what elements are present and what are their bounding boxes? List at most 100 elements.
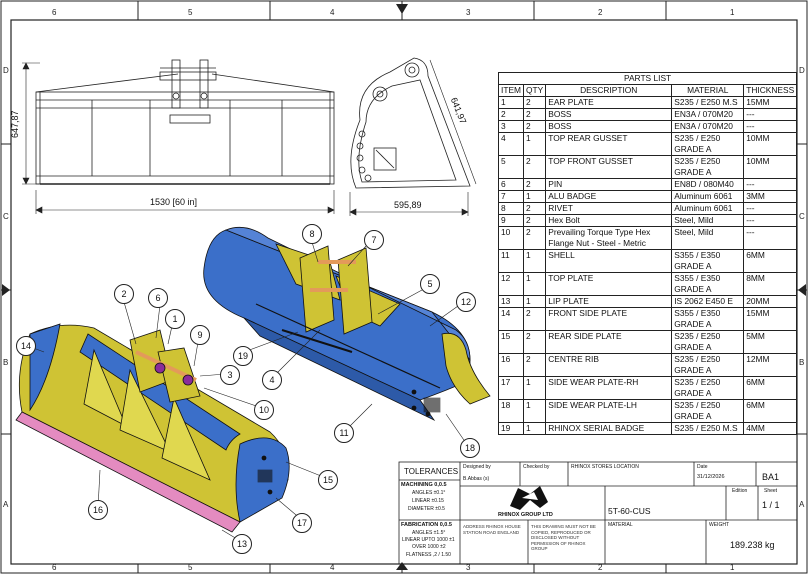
zone-right-D: D: [799, 66, 805, 75]
cell-item: 19: [497, 422, 525, 435]
balloon-item-15: 15: [318, 470, 338, 490]
fabrication-linear-over: OVER 1000 ±2: [412, 544, 446, 550]
sheet-size: BA1: [762, 472, 780, 482]
cell-item: 18: [497, 399, 525, 423]
address-note: ADDRESS RHINOX HOUSE STATION ROAD ENGLAN…: [463, 524, 521, 535]
zone-top-5: 5: [188, 8, 193, 17]
cell-item: 16: [497, 353, 525, 377]
sheet-label: Sheet: [764, 488, 778, 494]
balloon-item-1: 1: [165, 309, 185, 329]
sheet-number: 1 / 1: [762, 500, 780, 510]
zone-bottom-2: 2: [598, 563, 603, 572]
front-view: [35, 59, 335, 185]
cell-thickness: 4MM: [743, 422, 798, 435]
cell-item: 4: [497, 132, 525, 156]
header-description: DESCRIPTION: [545, 84, 673, 97]
balloon-item-11: 11: [334, 423, 354, 443]
cell-item: 7: [497, 190, 525, 203]
balloon-item-12: 12: [456, 292, 476, 312]
cell-thickness: 5MM: [743, 330, 798, 354]
machining-angles: ANGLES ±0.1°: [412, 490, 446, 496]
balloon-item-18: 18: [460, 438, 480, 458]
cell-description: LIP PLATE: [545, 295, 673, 308]
balloon-item-6: 6: [148, 288, 168, 308]
side-view-dimensions: [349, 59, 477, 216]
cell-material: EN8D / 080M40: [671, 178, 745, 191]
cell-qty: 2: [523, 330, 547, 354]
side-view: [350, 57, 471, 189]
zone-right-B: B: [799, 358, 805, 367]
cell-qty: 1: [523, 272, 547, 296]
parts-list-table: PARTS LIST ITEM QTY DESCRIPTION MATERIAL…: [497, 72, 798, 435]
cell-description: RIVET: [545, 202, 673, 215]
weight-value: 189.238 kg: [730, 540, 775, 550]
cell-description: CENTRE RIB: [545, 353, 673, 377]
cell-thickness: ---: [743, 108, 798, 121]
cell-material: Aluminum 6061: [671, 202, 745, 215]
right-bucket-iso: [203, 226, 491, 422]
cell-qty: 1: [523, 422, 547, 435]
cell-material: Steel, Mild: [671, 214, 745, 227]
date-label: Date: [697, 464, 708, 470]
cell-thickness: 6MM: [743, 249, 798, 273]
balloon-item-3: 3: [220, 365, 240, 385]
zone-top-4: 4: [330, 8, 335, 17]
checked-by-label: Checked by: [523, 464, 550, 470]
zone-right-C: C: [799, 212, 805, 221]
cell-qty: 1: [523, 132, 547, 156]
balloon-item-4: 4: [262, 370, 282, 390]
header-item: ITEM: [497, 84, 525, 97]
cell-item: 6: [497, 178, 525, 191]
designed-by-value: B.Abbas (s): [463, 476, 490, 482]
front-view-dimensions: [22, 62, 335, 214]
cell-description: TOP REAR GUSSET: [545, 132, 673, 156]
cell-qty: 2: [523, 307, 547, 331]
cell-qty: 2: [523, 202, 547, 215]
weight-label: WEIGHT: [709, 522, 729, 528]
material-label: MATERIAL: [608, 522, 633, 528]
cell-item: 12: [497, 272, 525, 296]
balloon-item-19: 19: [233, 346, 253, 366]
front-width-dimension: 1530 [60 in]: [150, 197, 198, 207]
cell-qty: 2: [523, 155, 547, 179]
company-name: RHINOX GROUP LTD: [498, 512, 553, 518]
location-label: RHINOX STORES LOCATION: [571, 464, 639, 470]
header-thickness: THICKNESS: [743, 84, 798, 97]
cell-thickness: 8MM: [743, 272, 798, 296]
fabrication-linear-upto: LINEAR UPTO 1000 ±1: [402, 537, 455, 543]
cell-material: S235 / E250 M.S: [671, 96, 745, 109]
fabrication-tolerance: FABRICATION 0,0.5: [401, 522, 452, 528]
zone-left-B: B: [3, 358, 9, 367]
cell-thickness: ---: [743, 226, 798, 250]
cell-qty: 1: [523, 249, 547, 273]
cell-qty: 2: [523, 226, 547, 250]
balloon-item-13: 13: [232, 534, 252, 554]
cell-material: EN3A / 070M20: [671, 108, 745, 121]
cell-thickness: 3MM: [743, 190, 798, 203]
fabrication-flatness: FLATNESS ,2 / 1.50: [406, 552, 451, 558]
cell-qty: 1: [523, 399, 547, 423]
zone-bottom-6: 6: [52, 563, 57, 572]
cell-thickness: 6MM: [743, 399, 798, 423]
balloon-item-7: 7: [364, 230, 384, 250]
cell-description: REAR SIDE PLATE: [545, 330, 673, 354]
balloon-item-2: 2: [114, 284, 134, 304]
copyright-note: THIS DRAWING MUST NOT BE COPIED, REPRODU…: [531, 524, 596, 551]
cell-qty: 1: [523, 376, 547, 400]
